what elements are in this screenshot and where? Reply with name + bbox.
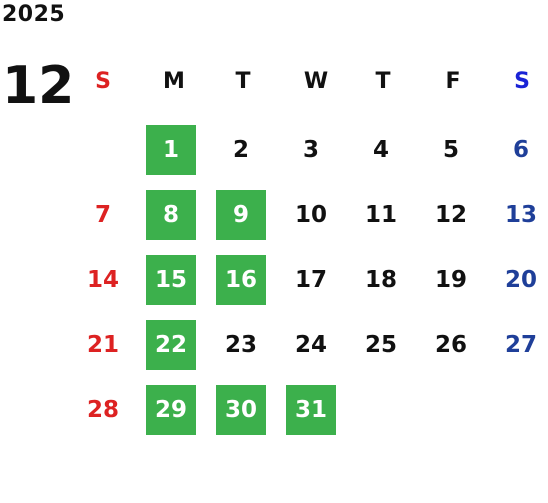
- day-cell-1: 1: [146, 125, 196, 175]
- day-cell-12: 12: [434, 202, 467, 228]
- day-cell-18: 18: [364, 267, 397, 293]
- day-cell-17: 17: [294, 267, 327, 293]
- day-cell-5: 5: [442, 137, 459, 163]
- day-cell-16: 16: [216, 255, 266, 305]
- day-cell-20: 20: [504, 267, 537, 293]
- day-cell-21: 21: [86, 332, 119, 358]
- weekday-tuesday: T: [235, 68, 251, 94]
- weekday-thursday: T: [375, 68, 391, 94]
- day-cell-24: 24: [294, 332, 327, 358]
- day-cell-7: 7: [94, 202, 111, 228]
- day-cell-4: 4: [372, 137, 389, 163]
- day-cell-9: 9: [216, 190, 266, 240]
- year-label: 2025: [2, 2, 66, 27]
- weekday-wednesday: W: [303, 68, 329, 94]
- day-cell-15: 15: [146, 255, 196, 305]
- week-row: 21 22 23 24 25 26 27: [68, 320, 548, 370]
- weekday-header-row: S M T W T F S: [68, 56, 548, 106]
- day-cell-3: 3: [302, 137, 319, 163]
- day-cell-13: 13: [504, 202, 537, 228]
- weekday-friday: F: [445, 68, 461, 94]
- week-row: 28 29 30 31: [68, 385, 548, 435]
- weekday-sunday: S: [95, 68, 111, 94]
- day-cell-23: 23: [224, 332, 257, 358]
- day-cell-22: 22: [146, 320, 196, 370]
- week-row: 1 2 3 4 5 6: [68, 125, 548, 175]
- day-cell-26: 26: [434, 332, 467, 358]
- day-cell-27: 27: [504, 332, 537, 358]
- day-cell-25: 25: [364, 332, 397, 358]
- day-cell-2: 2: [232, 137, 249, 163]
- day-cell-14: 14: [86, 267, 119, 293]
- day-cell-30: 30: [216, 385, 266, 435]
- day-cell-10: 10: [294, 202, 327, 228]
- week-row: 14 15 16 17 18 19 20: [68, 255, 548, 305]
- month-number: 12: [2, 56, 75, 116]
- day-cell-11: 11: [364, 202, 397, 228]
- day-cell-6: 6: [512, 137, 529, 163]
- day-cell-8: 8: [146, 190, 196, 240]
- day-cell-31: 31: [286, 385, 336, 435]
- day-cell-29: 29: [146, 385, 196, 435]
- weekday-saturday: S: [514, 68, 530, 94]
- day-cell-19: 19: [434, 267, 467, 293]
- day-cell-28: 28: [86, 397, 119, 423]
- weekday-monday: M: [163, 68, 185, 94]
